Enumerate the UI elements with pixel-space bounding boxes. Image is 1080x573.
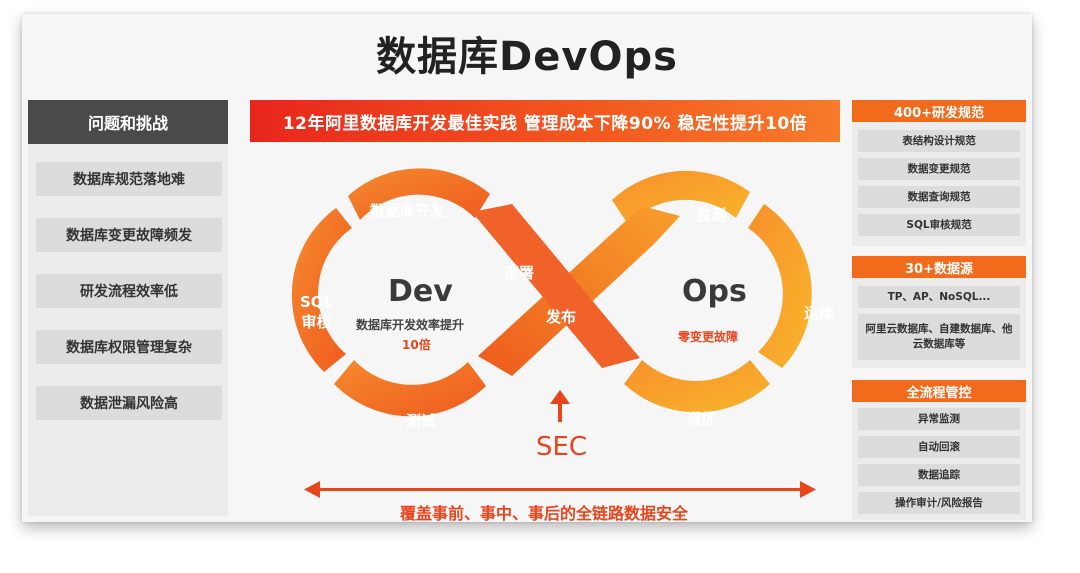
devops-infinity-diagram: 数据库开发 部署 发布 监测 运维 调优 测试 SQL 审核 Dev 数据库开发… (250, 146, 850, 522)
ring-segment-operate (748, 204, 812, 368)
challenge-item: 数据库权限管理复杂 (36, 330, 222, 364)
dev-multiplier: 10倍 (402, 338, 431, 352)
ring-segment-monitor (612, 170, 750, 224)
process-control-item: 数据追踪 (858, 464, 1020, 486)
challenge-item: 数据库变更故障频发 (36, 218, 222, 252)
dev-subtitle: 数据库开发效率提升 (356, 318, 465, 332)
stage-monitor: 监测 (696, 206, 727, 224)
ops-subtitle: 零变更故障 (678, 330, 739, 344)
stage-deploy: 部署 (504, 264, 535, 282)
challenges-panel: 问题和挑战 数据库规范落地难 数据库变更故障频发 研发流程效率低 数据库权限管理… (28, 100, 228, 516)
coverage-arrow-left-head (304, 481, 320, 498)
process-control-header: 全流程管控 (852, 380, 1026, 402)
process-control-item: 异常监测 (858, 408, 1020, 430)
standards-group: 400+研发规范 表结构设计规范 数据变更规范 数据查询规范 SQL审核规范 (852, 100, 1026, 246)
challenge-item: 数据泄漏风险高 (36, 386, 222, 420)
stage-release: 发布 (546, 308, 577, 326)
standards-item: 数据变更规范 (858, 158, 1020, 180)
standards-item: 数据查询规范 (858, 186, 1020, 208)
standards-item: 表结构设计规范 (858, 130, 1020, 152)
coverage-arrow-line (316, 488, 804, 491)
challenges-header: 问题和挑战 (28, 100, 228, 144)
ring-segment-sql-review (291, 208, 352, 372)
stage-sql-review: SQL 审核 (300, 293, 334, 331)
standards-header: 400+研发规范 (852, 100, 1026, 122)
process-control-item: 操作审计/风险报告 (858, 492, 1020, 514)
ops-label: Ops (682, 274, 747, 309)
stage-develop: 数据库开发 (370, 202, 446, 220)
datasources-item: 阿里云数据库、自建数据库、他云数据库等 (858, 314, 1020, 360)
process-control-group: 全流程管控 异常监测 自动回滚 数据追踪 操作审计/风险报告 (852, 380, 1026, 520)
coverage-caption: 覆盖事前、事中、事后的全链路数据安全 (400, 504, 689, 522)
sec-label: SEC (536, 432, 588, 462)
page-title: 数据库DevOps (376, 34, 678, 80)
infinity-graphic (291, 168, 816, 498)
datasources-item: TP、AP、NoSQL... (858, 286, 1020, 308)
challenge-item: 研发流程效率低 (36, 274, 222, 308)
datasources-group: 30+数据源 TP、AP、NoSQL... 阿里云数据库、自建数据库、他云数据库… (852, 256, 1026, 368)
slide: 数据库DevOps 问题和挑战 数据库规范落地难 数据库变更故障频发 研发流程效… (22, 14, 1032, 522)
ring-segment-tune (624, 360, 770, 413)
sec-arrow-head (550, 390, 570, 404)
process-control-item: 自动回滚 (858, 436, 1020, 458)
best-practice-banner: 12年阿里数据库开发最佳实践 管理成本下降90% 稳定性提升10倍 (250, 100, 840, 142)
stage-operate: 运维 (804, 304, 835, 322)
coverage-arrow-right-head (800, 481, 816, 498)
cross-arm-deploy (472, 204, 640, 368)
ring-segment-test (334, 360, 486, 417)
stage-test: 测试 (406, 412, 437, 430)
standards-item: SQL审核规范 (858, 214, 1020, 236)
ring-segment-develop (348, 168, 490, 220)
datasources-header: 30+数据源 (852, 256, 1026, 278)
stage-tune: 调优 (686, 410, 717, 428)
dev-label: Dev (388, 274, 453, 309)
challenge-item: 数据库规范落地难 (36, 162, 222, 196)
sec-arrow-shaft (558, 400, 562, 422)
